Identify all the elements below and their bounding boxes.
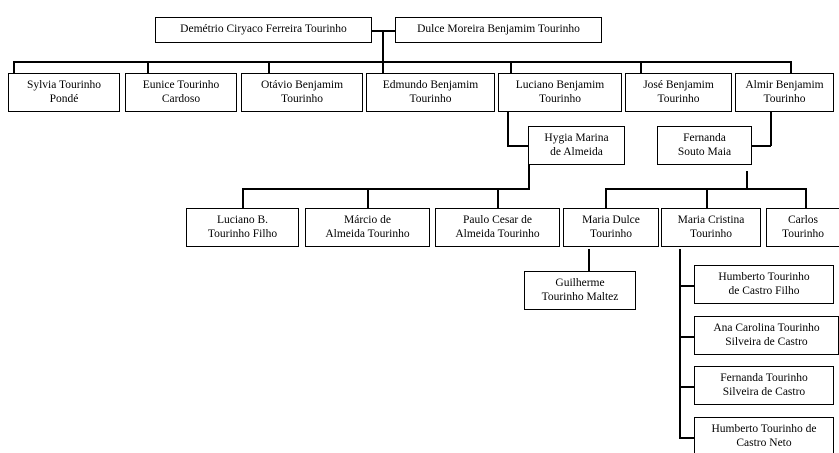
person-name: Maria Dulce Tourinho [582, 213, 640, 240]
connector-riser-luciano-filho [242, 188, 244, 209]
person-box-hygia[interactable]: Hygia Marina de Almeida [528, 126, 625, 165]
person-box-luciano[interactable]: Luciano Benjamim Tourinho [498, 73, 622, 112]
person-box-fernanda-souto-maia[interactable]: Fernanda Souto Maia [657, 126, 752, 165]
connector-riser-marcio [367, 188, 369, 209]
person-name: Eunice Tourinho Cardoso [142, 78, 220, 105]
person-box-maria-dulce[interactable]: Maria Dulce Tourinho [563, 208, 659, 247]
connector-riser-maria-dulce [605, 188, 607, 209]
connector-stub-ana-carolina [679, 336, 695, 338]
person-name: José Benjamim Tourinho [643, 78, 714, 105]
connector-fernanda-drop [746, 171, 748, 189]
person-box-humberto-filho[interactable]: Humberto Tourinho de Castro Filho [694, 265, 834, 304]
connector-stub-humberto-filho [679, 285, 695, 287]
person-name: Carlos Tourinho [782, 213, 824, 240]
connector-riser-eunice [147, 61, 149, 74]
person-box-sylvia[interactable]: Sylvia Tourinho Pondé [8, 73, 120, 112]
person-box-marcio[interactable]: Márcio de Almeida Tourinho [305, 208, 430, 247]
connector-gen2-bus [13, 61, 792, 63]
connector-maria-cristina-spine [679, 249, 681, 438]
connector-riser-maria-cristina [706, 188, 708, 209]
person-box-carlos[interactable]: Carlos Tourinho [766, 208, 839, 247]
connector-gen3-bus-left [242, 188, 530, 190]
connector-stub-humberto-neto [679, 437, 695, 439]
person-box-jose[interactable]: José Benjamim Tourinho [625, 73, 732, 112]
person-name: Guilherme Tourinho Maltez [541, 276, 619, 303]
connector-maria-dulce-guilherme [588, 249, 590, 272]
person-box-humberto-neto[interactable]: Humberto Tourinho de Castro Neto [694, 417, 834, 453]
person-name: Hygia Marina de Almeida [544, 131, 609, 158]
person-name: Luciano Benjamim Tourinho [515, 78, 605, 105]
connector-riser-edmundo [382, 61, 384, 74]
connector-stub-fernanda-tourinho [679, 386, 695, 388]
connector-gen3-bus-right [605, 188, 806, 190]
person-box-fernanda-tourinho[interactable]: Fernanda Tourinho Silveira de Castro [694, 366, 834, 405]
connector-riser-otavio [268, 61, 270, 74]
connector-almir-down [770, 112, 772, 146]
connector-riser-luciano [510, 61, 512, 74]
person-name: Dulce Moreira Benjamim Tourinho [417, 23, 580, 36]
person-name: Maria Cristina Tourinho [677, 213, 745, 240]
person-box-eunice[interactable]: Eunice Tourinho Cardoso [125, 73, 237, 112]
person-name: Almir Benjamim Tourinho [745, 78, 824, 105]
connector-riser-almir [790, 61, 792, 74]
person-box-maria-cristina[interactable]: Maria Cristina Tourinho [661, 208, 761, 247]
connector-luciano-hygia [507, 145, 529, 147]
connector-gen1-drop [382, 30, 384, 62]
person-box-luciano-filho[interactable]: Luciano B. Tourinho Filho [186, 208, 299, 247]
person-name: Edmundo Benjamim Tourinho [382, 78, 479, 105]
person-name: Ana Carolina Tourinho Silveira de Castro [713, 321, 820, 348]
person-box-guilherme[interactable]: Guilherme Tourinho Maltez [524, 271, 636, 310]
person-name: Márcio de Almeida Tourinho [325, 213, 410, 240]
person-name: Otávio Benjamim Tourinho [260, 78, 344, 105]
person-name: Luciano B. Tourinho Filho [207, 213, 278, 240]
person-name: Fernanda Souto Maia [677, 131, 732, 158]
person-name: Humberto Tourinho de Castro Neto [711, 422, 817, 449]
person-box-edmundo[interactable]: Edmundo Benjamim Tourinho [366, 73, 495, 112]
connector-riser-jose [640, 61, 642, 74]
person-box-dulce[interactable]: Dulce Moreira Benjamim Tourinho [395, 17, 602, 43]
connector-luciano-down [507, 112, 509, 146]
connector-almir-fernanda [737, 145, 771, 147]
connector-hygia-drop [528, 145, 530, 189]
person-name: Sylvia Tourinho Pondé [26, 78, 102, 105]
person-box-almir[interactable]: Almir Benjamim Tourinho [735, 73, 834, 112]
connector-riser-carlos [805, 188, 807, 209]
person-name: Fernanda Tourinho Silveira de Castro [720, 371, 808, 398]
person-box-paulo-cesar[interactable]: Paulo Cesar de Almeida Tourinho [435, 208, 560, 247]
person-name: Paulo Cesar de Almeida Tourinho [455, 213, 540, 240]
person-name: Humberto Tourinho de Castro Filho [718, 270, 810, 297]
person-box-otavio[interactable]: Otávio Benjamim Tourinho [241, 73, 363, 112]
person-box-demetrio[interactable]: Demétrio Ciryaco Ferreira Tourinho [155, 17, 372, 43]
person-name: Demétrio Ciryaco Ferreira Tourinho [180, 23, 347, 36]
connector-riser-paulo [497, 188, 499, 209]
connector-riser-sylvia [13, 61, 15, 74]
person-box-ana-carolina[interactable]: Ana Carolina Tourinho Silveira de Castro [694, 316, 839, 355]
